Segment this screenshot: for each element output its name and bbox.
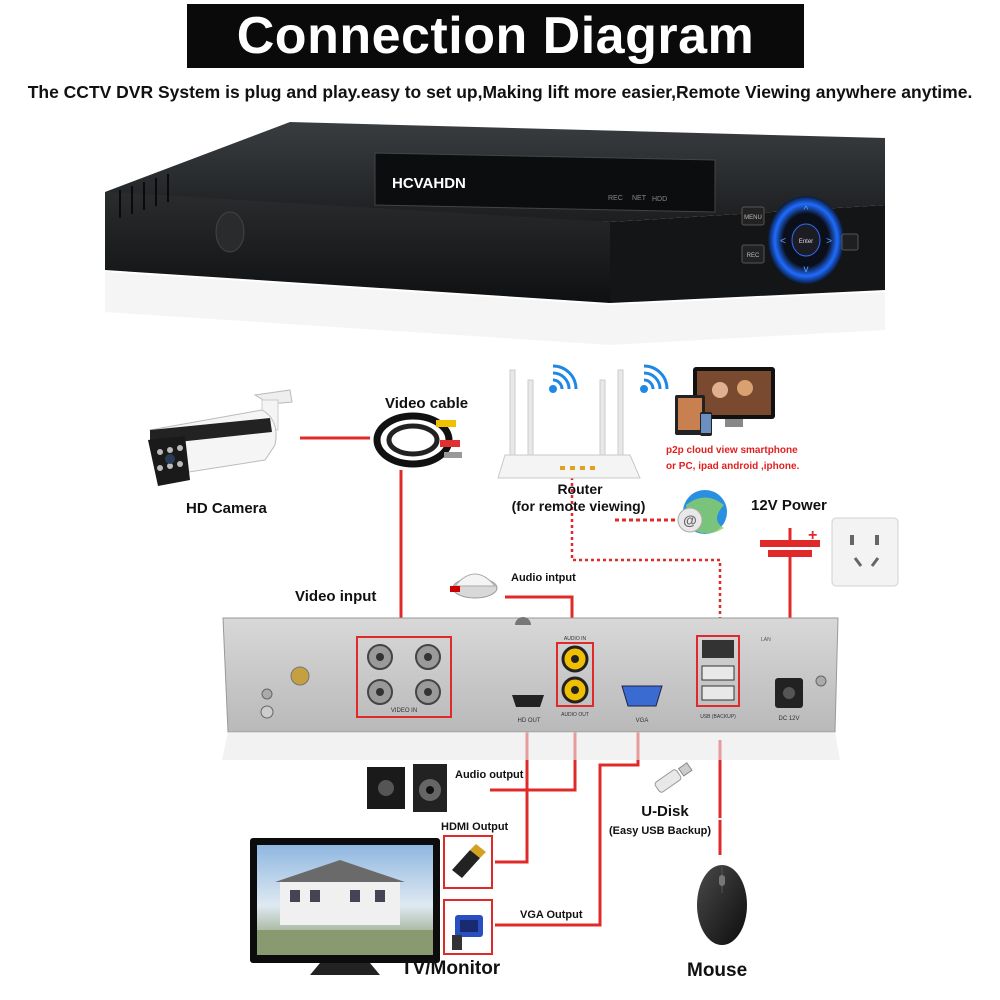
led-hdd-label: HDD (652, 196, 667, 203)
microphone-image (450, 573, 498, 599)
audio-out-port-label: AUDIO OUT (561, 712, 589, 718)
hdmi-port-label: HD OUT (518, 718, 541, 724)
wifi-icon-2 (640, 364, 669, 393)
vga-port-label: VGA (636, 718, 649, 724)
internet-globe-icon: @ (677, 490, 727, 534)
page-subtitle: The CCTV DVR System is plug and play.eas… (27, 82, 973, 102)
usb-disk-image (654, 762, 693, 793)
menu-button[interactable] (741, 206, 765, 226)
lan-port[interactable] (702, 640, 734, 658)
vga-output-label: VGA Output (520, 909, 583, 921)
usb-port-2[interactable] (701, 685, 735, 701)
nav-up-icon: ^ (804, 205, 809, 216)
router-note-label: (for remote viewing) (511, 498, 646, 514)
udisk-label: U-Disk (641, 803, 689, 820)
hd-camera-label: HD Camera (186, 500, 267, 517)
speakers-image (367, 764, 447, 812)
hd-camera-image (148, 389, 293, 486)
dvr-brand-label: HCVAHDN (392, 175, 466, 192)
rec-button[interactable] (741, 244, 765, 264)
nav-down-icon: v (804, 264, 809, 275)
wall-outlet (831, 517, 899, 587)
dc-power-label: DC 12V (778, 716, 799, 722)
devices-image (675, 367, 775, 436)
audio-in-port-label: AUDIO IN (564, 636, 587, 642)
dvr-back-panel: VIDEO IN AUDIO IN AUDIO OUT HD OUT VGA L… (222, 617, 840, 760)
svg-text:+: + (808, 527, 817, 544)
nav-right-icon: > (826, 236, 832, 247)
dvr-front-image: HCVAHDN REC NET HDD MENU REC Enter ^ < >… (105, 122, 885, 345)
tv-monitor-label: TV/Monitor (401, 958, 501, 979)
usb-port-1[interactable] (701, 665, 735, 681)
power-symbol: + (760, 527, 820, 585)
mouse-image (697, 865, 747, 945)
router-image (497, 369, 641, 479)
video-cable-label: Video cable (385, 395, 469, 412)
svg-text:@: @ (683, 512, 697, 528)
video-input-label: Video input (295, 588, 377, 605)
udisk-note-label: (Easy USB Backup) (608, 825, 712, 837)
mouse-label: Mouse (687, 960, 748, 981)
nav-left-icon: < (780, 236, 786, 247)
video-cable-image (373, 412, 462, 468)
power-label: 12V Power (751, 497, 827, 514)
lan-port-label: LAN (761, 637, 771, 643)
audio-input-label: Audio intput (511, 572, 576, 584)
video-in-port-label: VIDEO IN (391, 708, 417, 714)
page-title: Connection Diagram (236, 7, 755, 65)
video-in-highlight (356, 636, 452, 718)
wifi-icon (549, 364, 578, 393)
hdmi-output-label: HDMI Output (441, 821, 509, 833)
hdmi-port[interactable] (512, 695, 544, 707)
nav-enter-label: Enter (799, 239, 813, 245)
vga-port[interactable] (621, 685, 663, 707)
p2p-line-1: p2p cloud view smartphone (666, 445, 798, 456)
rec-button-label: REC (747, 253, 760, 259)
hdmi-cable-image (443, 835, 493, 889)
led-net-label: NET (632, 195, 647, 202)
router-label: Router (557, 481, 603, 497)
power-button[interactable] (841, 233, 859, 251)
usb-port-label: USB (BACKUP) (700, 714, 736, 720)
title-banner: Connection Diagram (187, 4, 804, 68)
p2p-line-2: or PC, ipad android ,iphone. (666, 461, 800, 472)
tv-monitor-image (250, 838, 440, 975)
led-rec-label: REC (608, 195, 623, 202)
vga-cable-image (443, 899, 493, 955)
audio-output-label: Audio output (455, 769, 524, 781)
menu-button-label: MENU (744, 215, 762, 221)
